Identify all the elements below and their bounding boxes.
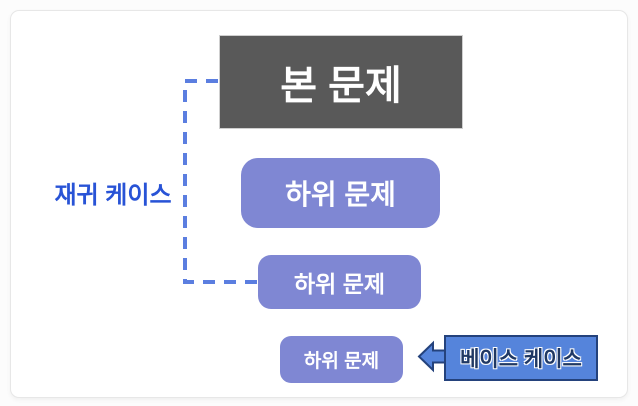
base-case-arrow-icon — [417, 340, 448, 373]
sub-problem-box-1: 하위 문제 — [241, 158, 440, 228]
recursive-case-label: 재귀 케이스 — [54, 182, 172, 209]
diagram-card: 본 문제 하위 문제 하위 문제 하위 문제 재귀 케이스 베이스 케이스 — [10, 10, 628, 398]
main-problem-box: 본 문제 — [219, 35, 463, 129]
sub-problem-label-3: 하위 문제 — [303, 351, 380, 372]
sub-problem-box-3: 하위 문제 — [280, 336, 403, 383]
base-case-label: 베이스 케이스 — [460, 348, 582, 371]
sub-problem-label-1: 하위 문제 — [285, 179, 396, 210]
sub-problem-label-2: 하위 문제 — [293, 271, 386, 297]
main-problem-label: 본 문제 — [280, 64, 402, 108]
base-case-box: 베이스 케이스 — [444, 335, 598, 381]
sub-problem-box-2: 하위 문제 — [258, 255, 421, 309]
